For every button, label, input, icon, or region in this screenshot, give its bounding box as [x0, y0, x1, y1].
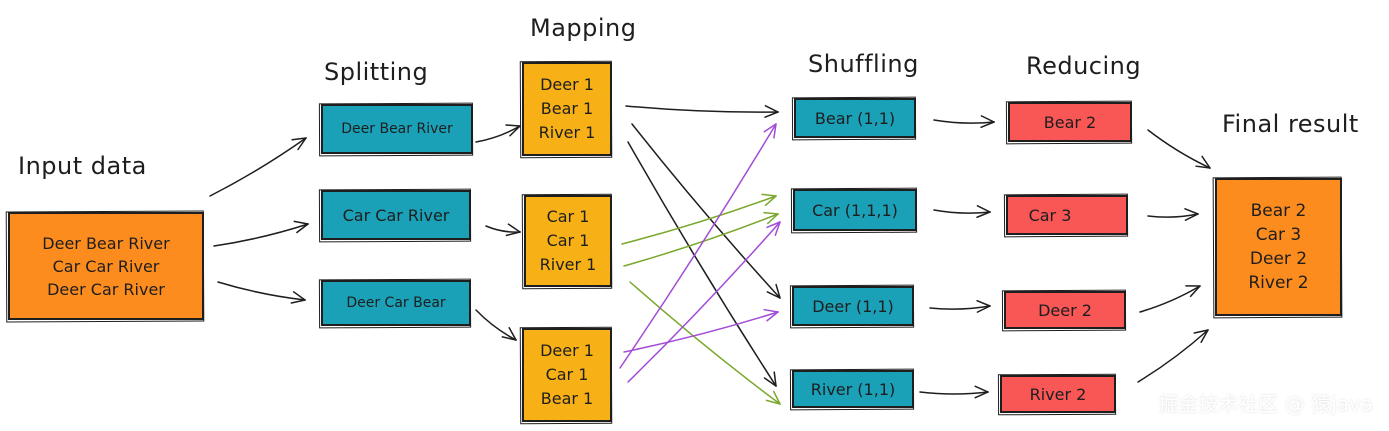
reduce-box-deer: Deer 2 — [1004, 291, 1126, 329]
input-line: Deer Bear River — [42, 233, 170, 253]
title-splitting: Splitting — [324, 58, 429, 86]
input-line: Deer Car River — [47, 279, 165, 299]
title-shuffling: Shuffling — [808, 50, 919, 78]
arrow-reduce-final-4 — [1137, 329, 1209, 383]
map-line: River 1 — [538, 123, 596, 142]
final-line: Deer 2 — [1249, 249, 1308, 269]
arrow-map1-deer — [631, 123, 781, 299]
final-line: Bear 2 — [1250, 201, 1307, 221]
reduce-label: Deer 2 — [1038, 300, 1092, 320]
title-mapping: Mapping — [530, 14, 637, 42]
map-line: Car 1 — [546, 231, 590, 250]
arrow-map1-river — [627, 141, 777, 387]
map-line: River 1 — [539, 255, 597, 274]
map-line: Car 1 — [545, 365, 589, 384]
reduce-label: Bear 2 — [1043, 112, 1097, 132]
arrow-map2-car-b — [623, 211, 779, 267]
split-box-2: Car Car River — [321, 190, 471, 240]
final-result-box: Bear 2 Car 3 Deer 2 River 2 — [1215, 178, 1342, 316]
arrow-input-split-2 — [213, 220, 309, 247]
reduce-box-car: Car 3 — [1006, 195, 1128, 235]
split-label: Deer Bear River — [341, 121, 453, 137]
map-box-2: Car 1 Car 1 River 1 — [524, 195, 612, 287]
shuffle-box-river: River (1,1) — [792, 370, 914, 408]
arrow-map3-car — [627, 221, 781, 383]
arrow-split-map-3 — [475, 309, 517, 341]
arrow-map3-bear — [619, 123, 777, 369]
arrow-shuffle-reduce-3 — [929, 299, 991, 313]
map-box-1: Deer 1 Bear 1 River 1 — [522, 62, 612, 156]
map-line: Deer 1 — [540, 341, 594, 360]
arrow-shuffle-reduce-4 — [919, 385, 989, 399]
shuffle-label: River (1,1) — [810, 379, 896, 399]
arrow-reduce-final-2 — [1147, 208, 1199, 221]
watermark-text: 掘金技术社区 @ 猿java — [1158, 392, 1373, 416]
arrow-shuffle-reduce-2 — [933, 205, 991, 218]
map-box-3: Deer 1 Car 1 Bear 1 — [522, 328, 612, 422]
shuffle-box-deer: Deer (1,1) — [792, 286, 914, 326]
arrow-split-map-2 — [485, 223, 521, 237]
shuffle-box-car: Car (1,1,1) — [793, 189, 917, 231]
map-line: Car 1 — [546, 207, 590, 226]
arrow-input-split-3 — [217, 281, 306, 304]
reduce-label: River 2 — [1029, 384, 1087, 404]
map-line: Bear 1 — [540, 99, 594, 118]
map-line: Deer 1 — [540, 75, 594, 94]
arrow-map3-deer — [623, 308, 779, 353]
split-label: Car Car River — [342, 205, 450, 225]
final-line: River 2 — [1248, 273, 1309, 293]
final-line: Car 3 — [1255, 225, 1302, 245]
arrow-shuffle-reduce-1 — [933, 115, 995, 129]
map-line: Bear 1 — [540, 389, 594, 408]
arrow-reduce-final-1 — [1147, 129, 1211, 169]
shuffle-label: Deer (1,1) — [812, 296, 894, 316]
shuffle-box-bear: Bear (1,1) — [794, 98, 916, 138]
arrow-input-split-1 — [209, 137, 307, 197]
reduce-box-bear: Bear 2 — [1008, 102, 1132, 142]
reduce-label: Car 3 — [1028, 205, 1072, 225]
arrow-map2-car-a — [621, 193, 777, 245]
title-final-result: Final result — [1222, 110, 1359, 138]
arrow-split-map-1 — [475, 124, 521, 143]
reduce-box-river: River 2 — [1000, 375, 1116, 413]
shuffle-label: Bear (1,1) — [814, 108, 896, 128]
title-input-data: Input data — [18, 152, 147, 180]
input-data-box: Deer Bear River Car Car River Deer Car R… — [8, 212, 204, 320]
arrow-map1-bear — [625, 105, 779, 118]
arrow-map2-river — [629, 281, 781, 405]
input-line: Car Car River — [52, 256, 160, 276]
title-reducing: Reducing — [1026, 52, 1142, 80]
arrow-reduce-final-3 — [1139, 285, 1201, 313]
split-box-3: Deer Car Bear — [321, 280, 471, 326]
split-label: Deer Car Bear — [346, 295, 446, 311]
split-box-1: Deer Bear River — [321, 104, 473, 154]
shuffle-label: Car (1,1,1) — [812, 200, 898, 220]
